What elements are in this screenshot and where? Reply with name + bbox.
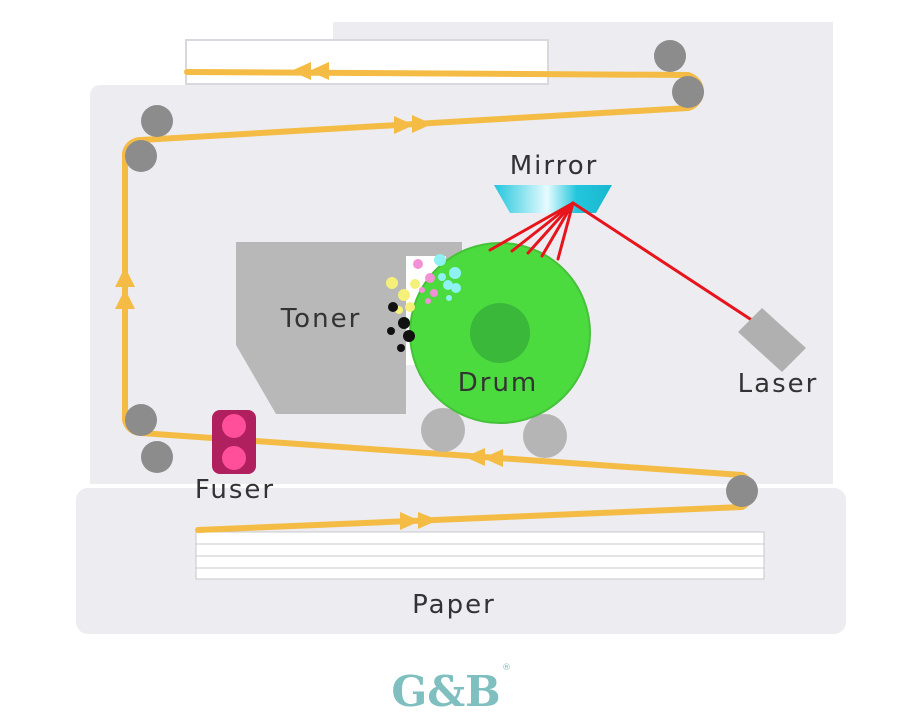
roller xyxy=(141,441,173,473)
arrow-right-top xyxy=(394,115,432,134)
toner-cartridge xyxy=(236,242,462,414)
roller xyxy=(726,475,758,507)
paper-stack xyxy=(195,531,765,580)
roller xyxy=(654,40,686,72)
drum-label: Drum xyxy=(458,368,539,398)
paper-direction-arrows xyxy=(115,62,503,530)
toner-label: Toner xyxy=(280,304,362,334)
drum-support-roller xyxy=(421,408,465,452)
fuser-roller xyxy=(222,414,246,438)
fuser-label: Fuser xyxy=(195,475,275,505)
logo-registered-mark: ® xyxy=(502,663,511,673)
arrow-left-middle xyxy=(465,448,503,467)
fuser xyxy=(212,410,256,474)
laser-unit xyxy=(738,308,806,372)
toner-particles xyxy=(386,254,461,352)
arrow-right-bottom xyxy=(400,512,438,530)
roller xyxy=(672,76,704,108)
mirror xyxy=(494,185,612,213)
drum-support-roller xyxy=(523,414,567,458)
mirror-label: Mirror xyxy=(510,151,599,181)
drum-core xyxy=(470,303,530,363)
fuser-roller xyxy=(222,446,246,470)
logo-text: G&B xyxy=(391,667,500,716)
laser-label: Laser xyxy=(738,369,819,399)
roller xyxy=(125,140,157,172)
arrow-up-left xyxy=(115,267,135,309)
laser-beams xyxy=(488,201,772,334)
roller xyxy=(125,404,157,436)
rollers xyxy=(125,40,758,507)
output-tray xyxy=(185,39,549,85)
paper-label: Paper xyxy=(412,590,496,620)
roller xyxy=(141,105,173,137)
arrow-left-top xyxy=(291,62,329,80)
brand-logo: G&B ® xyxy=(391,663,511,716)
